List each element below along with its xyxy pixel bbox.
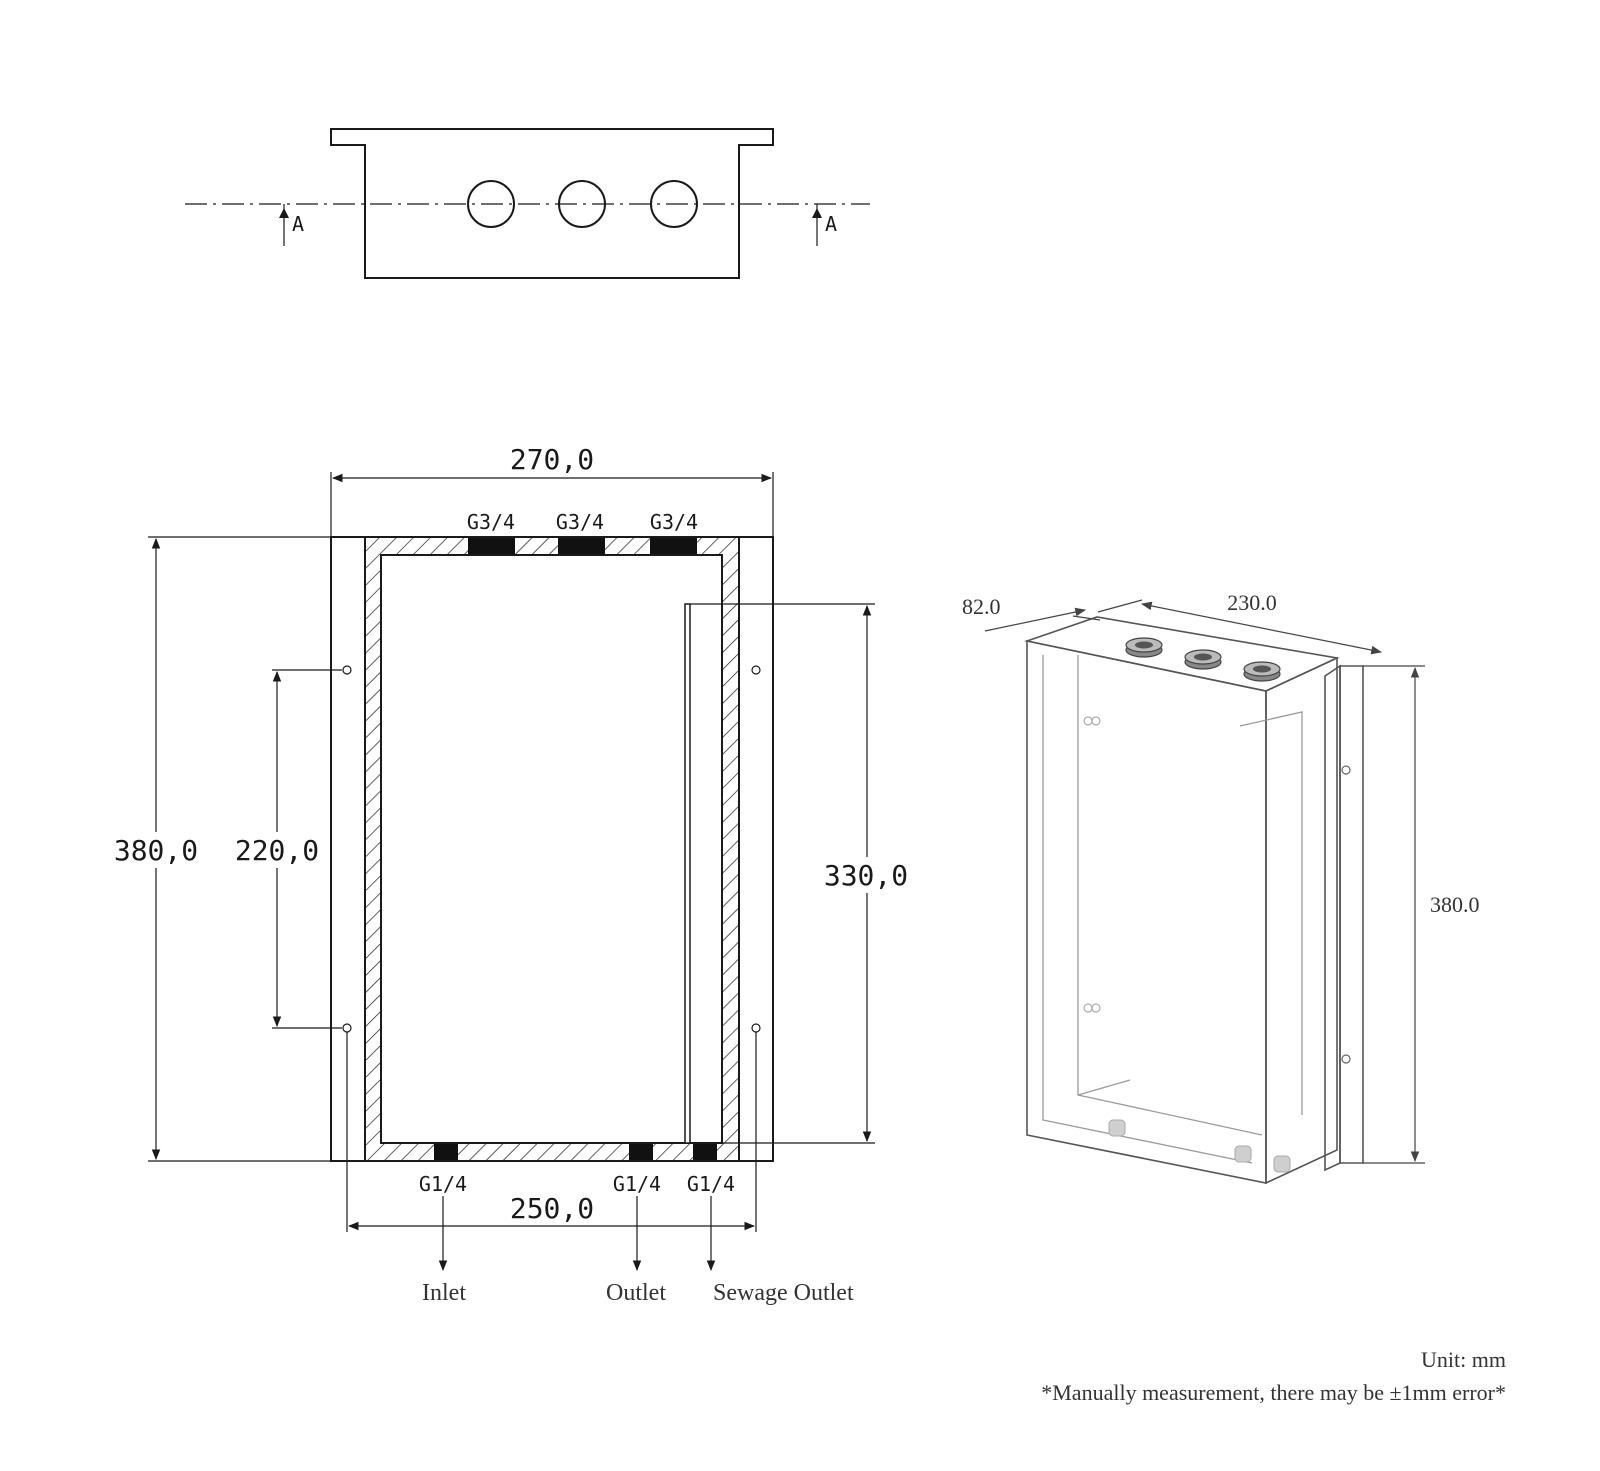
top-port-3-label: G3/4 <box>650 510 698 534</box>
mount-hole <box>751 665 761 675</box>
dim-inner-height: 330,0 <box>824 859 908 892</box>
iso-dim-line-depth <box>984 607 1087 632</box>
dim-mount-spacing: 220,0 <box>235 834 319 867</box>
measurement-disclaimer: *Manually measurement, there may be ±1mm… <box>1041 1380 1506 1405</box>
top-port-2 <box>558 538 605 554</box>
unit-note: Unit: mm <box>1421 1347 1506 1372</box>
bottom-port-2-label: G1/4 <box>613 1172 661 1196</box>
port-circle-3 <box>650 180 698 228</box>
top-port-1-label: G3/4 <box>467 510 515 534</box>
port-circle-1 <box>467 180 515 228</box>
bottom-port-3 <box>693 1144 717 1160</box>
bottom-port-1-label: G1/4 <box>419 1172 467 1196</box>
iso-front-face <box>1026 640 1267 1184</box>
iso-dim-width: 230.0 <box>1227 590 1277 615</box>
top-port-1 <box>468 538 515 554</box>
mount-hole <box>342 1023 352 1033</box>
dim-height-total: 380,0 <box>114 834 198 867</box>
mount-hole <box>342 665 352 675</box>
iso-dim-depth: 82.0 <box>962 594 1001 619</box>
section-label-right: A <box>825 212 837 236</box>
iso-top-face <box>1023 616 1340 692</box>
top-port-3 <box>650 538 697 554</box>
mount-hole <box>751 1023 761 1033</box>
dim-width-total: 270,0 <box>510 443 594 476</box>
dim-bottom-width: 250,0 <box>510 1192 594 1225</box>
bottom-port-1 <box>434 1144 458 1160</box>
iso-view: 82.0 230.0 380.0 <box>962 590 1480 1185</box>
bottom-port-3-label: G1/4 <box>687 1172 735 1196</box>
sewage-partition <box>684 603 691 1144</box>
top-view: A A <box>185 128 870 279</box>
sewage-outlet-label: Sewage Outlet <box>713 1280 854 1306</box>
inner-cavity <box>380 554 723 1144</box>
iso-dim-height: 380.0 <box>1430 892 1480 917</box>
top-port-2-label: G3/4 <box>556 510 604 534</box>
iso-dim-line-width <box>1140 601 1383 655</box>
notes: Unit: mm *Manually measurement, there ma… <box>1041 1347 1506 1405</box>
outlet-label: Outlet <box>606 1280 666 1306</box>
inlet-label: Inlet <box>422 1280 466 1306</box>
bottom-port-2 <box>629 1144 653 1160</box>
port-circle-2 <box>558 180 606 228</box>
front-view: G3/4 G3/4 G3/4 270,0 380,0 220,0 330,0 2… <box>112 443 912 1306</box>
section-label-left: A <box>292 212 304 236</box>
